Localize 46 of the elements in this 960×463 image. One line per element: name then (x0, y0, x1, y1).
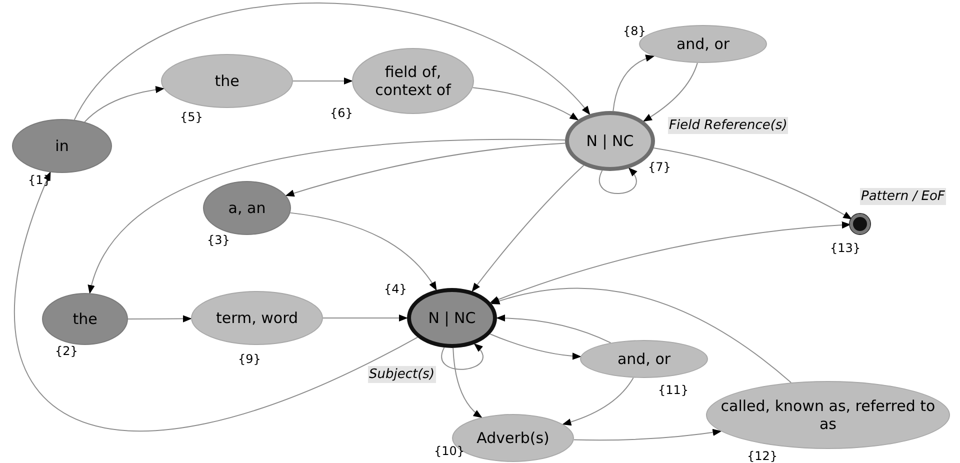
state-number: {4} (384, 282, 407, 297)
arrow (490, 288, 792, 384)
arrow (496, 314, 612, 344)
arrow (128, 315, 192, 322)
arrow (322, 314, 408, 322)
arrow (599, 167, 637, 194)
arrow (642, 62, 698, 122)
state-number: {11} (658, 383, 689, 398)
state-number: {9} (238, 352, 261, 367)
arrow (290, 212, 437, 291)
state-ellipse: in (12, 119, 112, 173)
state-label: Subject(s) (368, 366, 436, 383)
state-number: {12} (747, 449, 778, 463)
state-number: {10} (434, 444, 465, 459)
state-label: Field Reference(s) (668, 117, 788, 134)
arrow (562, 377, 634, 426)
arrow (653, 148, 852, 220)
state-ellipse: the (161, 54, 293, 108)
arrow (490, 222, 851, 304)
state-number: {6} (330, 106, 353, 121)
state-ellipse: N | NC (407, 288, 497, 348)
state-ellipse: called, known as, referred to as (706, 381, 950, 449)
state-ellipse: and, or (580, 340, 708, 378)
arrow (292, 77, 353, 85)
arrow (573, 428, 722, 441)
state-ellipse: term, word (191, 291, 323, 345)
state-number: {3} (207, 233, 230, 248)
state-number: {13} (830, 241, 861, 256)
state-number: {5} (180, 110, 203, 125)
state-ellipse: field of, context of (352, 48, 474, 114)
arrow (452, 348, 482, 418)
arrow (88, 139, 566, 294)
state-number: {8} (623, 24, 646, 39)
arrow (74, 2, 590, 120)
arrow (285, 142, 566, 197)
state-ellipse: the (42, 293, 128, 345)
arrow (490, 334, 582, 360)
state-number: {2} (55, 344, 78, 359)
arrow (612, 55, 655, 112)
arrow (472, 87, 579, 120)
state-label: Pattern / EoF (860, 188, 946, 205)
arrow (84, 86, 165, 122)
arrow (14, 171, 418, 432)
arrow (472, 164, 584, 292)
state-ellipse: a, an (203, 181, 291, 235)
arrow (441, 343, 484, 370)
